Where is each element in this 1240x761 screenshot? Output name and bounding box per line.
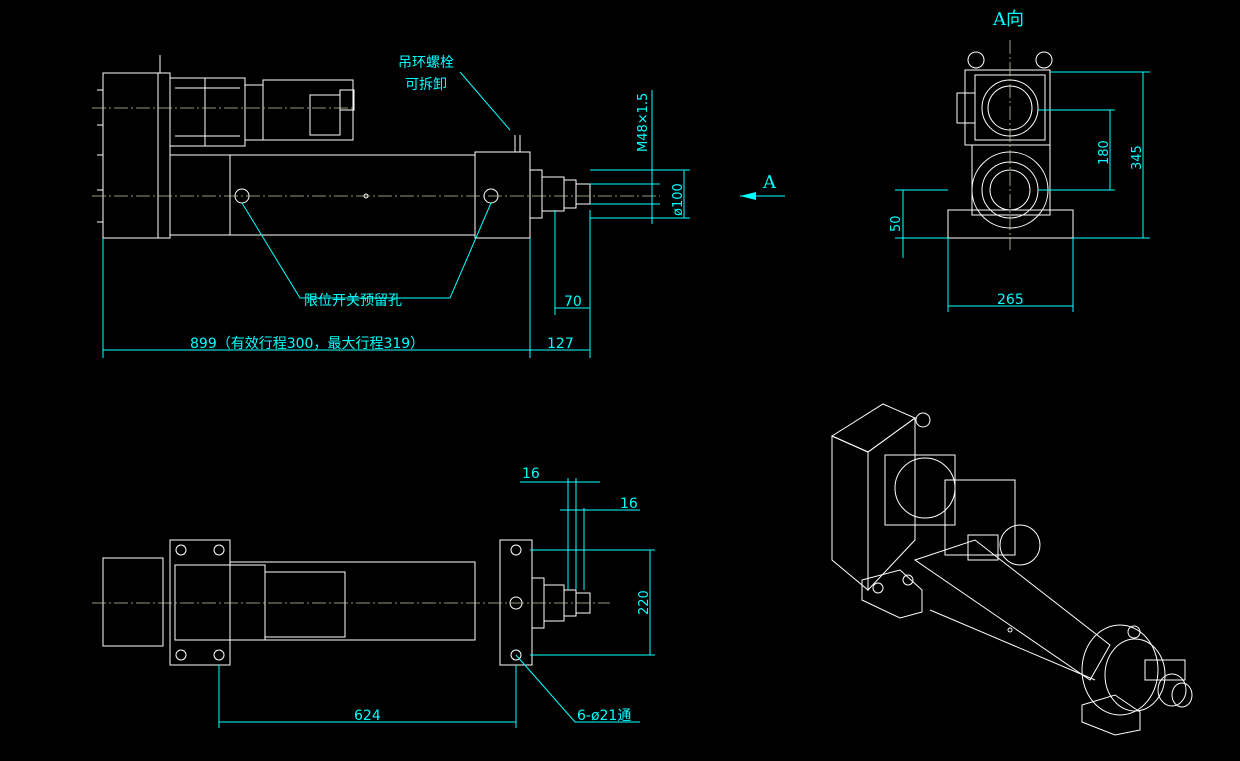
front-view (92, 55, 785, 358)
label-limit-switch-hole: 限位开关预留孔 (304, 293, 402, 309)
dim-rod-extension: 127 (547, 336, 574, 352)
view-a (895, 40, 1150, 312)
dim-height-345: 345 (1130, 145, 1145, 170)
dim-spacing-16-bottom: 16 (620, 496, 638, 512)
view-a-arrow-label: A (762, 172, 777, 193)
dim-width-265: 265 (997, 292, 1024, 308)
dim-width-220: 220 (637, 590, 652, 615)
isometric-view (830, 403, 1193, 736)
dim-rod-end: 70 (564, 294, 582, 310)
label-thread: M48×1.5 (636, 93, 651, 152)
dim-overall-length: 899（有效行程300，最大行程319） (190, 336, 424, 352)
dim-height-180: 180 (1097, 140, 1112, 165)
dim-height-50: 50 (889, 215, 904, 232)
label-lifting-bolt: 吊环螺栓 (398, 55, 454, 71)
label-removable: 可拆卸 (405, 77, 447, 93)
dim-dia-100: ø100 (671, 183, 686, 216)
dim-spacing-16-top: 16 (522, 466, 540, 482)
view-a-title: A向 (992, 9, 1024, 30)
label-through-holes: 6-ø21通 (577, 708, 631, 724)
dim-length-624: 624 (354, 708, 381, 724)
top-view (92, 478, 655, 728)
